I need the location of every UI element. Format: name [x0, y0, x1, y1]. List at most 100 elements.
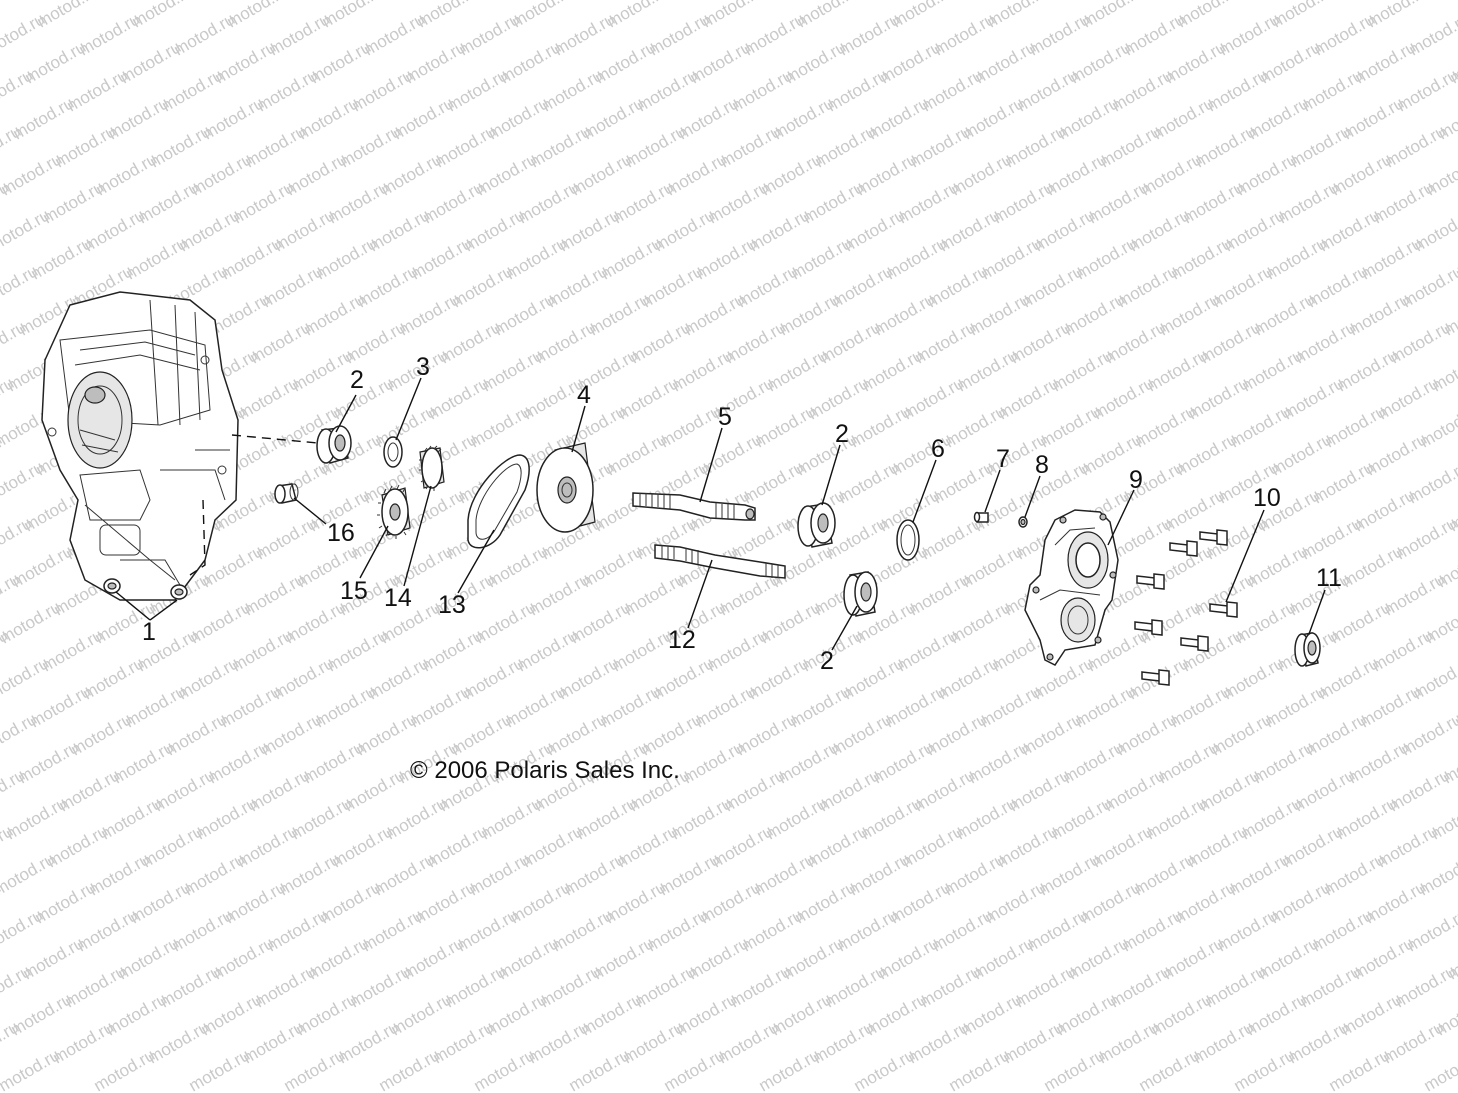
bolt: [1180, 635, 1209, 652]
watermark-text: motod.ru: [1038, 0, 1106, 3]
o-ring: [896, 519, 920, 561]
leader-line: [984, 469, 1001, 513]
leader-line: [1225, 509, 1265, 603]
callout-2: 2: [350, 366, 364, 394]
cover-bolts: [1134, 529, 1238, 686]
bolt: [1134, 619, 1163, 636]
leader-line: [335, 394, 357, 433]
watermark-text: motod.ru: [0, 1045, 63, 1093]
leader-line: [912, 459, 937, 523]
watermark-text: motod.ru: [658, 0, 726, 3]
watermark-text: motod.ru: [756, 1045, 824, 1093]
watermark-text: motod.ru: [661, 1045, 729, 1093]
callout-16: 16: [327, 519, 355, 547]
callout-11: 11: [1316, 564, 1342, 592]
leader-line: [831, 605, 858, 651]
watermark-text: motod.ru: [183, 0, 251, 3]
callout-12: 12: [668, 626, 696, 654]
watermark-text: motod.ru: [1041, 1045, 1109, 1093]
leader-line: [403, 485, 432, 587]
leader-line: [457, 529, 495, 594]
leader-line: [1308, 589, 1326, 635]
watermark-text: motod.ru: [91, 1045, 159, 1093]
watermark-text: motod.ru: [0, 709, 40, 759]
watermark-text: motod.ru: [471, 1045, 539, 1093]
callout-3: 3: [416, 353, 430, 381]
leader-line: [821, 444, 841, 506]
thrust-washer: [383, 436, 403, 468]
callout-4: 4: [577, 381, 591, 409]
watermark-text: motod.ru: [1323, 0, 1391, 3]
assembly-reference-line: [189, 499, 206, 576]
copyright-text: © 2006 Polaris Sales Inc.: [410, 757, 680, 784]
watermark-text: motod.ru: [376, 1045, 444, 1093]
watermark-text: motod.ru: [0, 205, 53, 255]
callout-9: 9: [1129, 466, 1143, 494]
bolt: [1209, 601, 1238, 618]
cap-plug-right: [170, 584, 188, 600]
watermark-text: motod.ru: [468, 0, 536, 3]
callout-1: 1: [142, 618, 156, 646]
dowel-pin: [973, 511, 989, 523]
watermark-text: motod.ru: [943, 0, 1011, 3]
leader-line: [1107, 489, 1135, 546]
callout-2: 2: [835, 420, 849, 448]
bearing-upper-left: [316, 425, 352, 464]
watermark-text: motod.ru: [1421, 1045, 1458, 1093]
leader-line: [1024, 475, 1041, 518]
callout-15: 15: [340, 577, 368, 605]
callout-6: 6: [931, 435, 945, 463]
leader-line: [359, 525, 389, 579]
watermark-text: motod.ru: [753, 0, 821, 3]
drive-gear-narrow: [419, 445, 445, 491]
callout-13: 13: [438, 591, 466, 619]
watermark-text: motod.ru: [566, 1045, 634, 1093]
bolt: [1169, 540, 1198, 557]
small-o-ring: [1018, 516, 1028, 528]
watermark-text: motod.ru: [88, 0, 156, 3]
watermark-text: motod.ru: [186, 1045, 254, 1093]
callout-labels: 1 2 3 4 5 2 6 7 8 9 10 11 12 2 13 14 15 …: [142, 353, 1342, 675]
callout-2: 2: [820, 647, 834, 675]
watermark-text: motod.ru: [373, 0, 441, 3]
watermark-text: motod.ru: [0, 0, 60, 3]
bearing-lower: [843, 571, 878, 617]
watermark-text: motod.ru: [0, 261, 41, 311]
cap-plug-left: [103, 578, 121, 594]
watermark-text: motod.ru: [1326, 1045, 1394, 1093]
leader-line: [687, 559, 713, 629]
watermark-text: motod.ru: [0, 65, 36, 115]
watermark-text: motod.ru: [563, 0, 631, 3]
transmission-housing: [41, 291, 239, 601]
watermark-text: motod.ru: [281, 1045, 349, 1093]
drive-gear-wide: [377, 484, 411, 539]
leader-line: [149, 599, 178, 621]
drive-sprocket-disc: [536, 442, 596, 533]
watermark-text: motod.ru: [848, 0, 916, 3]
watermark-text: motod.ru: [1228, 0, 1296, 3]
watermark-text: motod.ru: [1133, 0, 1201, 3]
watermark-text: motod.ru: [0, 0, 6, 31]
leader-line: [571, 405, 586, 453]
leader-line: [395, 377, 422, 441]
output-shaft: [654, 544, 786, 579]
drive-chain: [467, 454, 530, 549]
bolt: [1141, 669, 1170, 686]
watermark-text: motod.ru: [0, 513, 35, 563]
watermark-text: motod.ru: [0, 905, 46, 955]
callout-14: 14: [384, 584, 412, 612]
leader-lines: [115, 377, 1326, 651]
leader-line: [293, 497, 327, 525]
watermark-text: motod.ru: [0, 849, 58, 899]
bolt: [1136, 573, 1165, 590]
gearcase-cover: [1024, 509, 1119, 666]
leader-line: [115, 591, 151, 621]
callout-10: 10: [1253, 484, 1281, 512]
callout-7: 7: [996, 445, 1010, 473]
watermark-text: motod.ru: [1231, 1045, 1299, 1093]
bearing-mid: [797, 502, 836, 548]
watermark-text: motod.ru: [278, 0, 346, 3]
callout-5: 5: [718, 403, 732, 431]
